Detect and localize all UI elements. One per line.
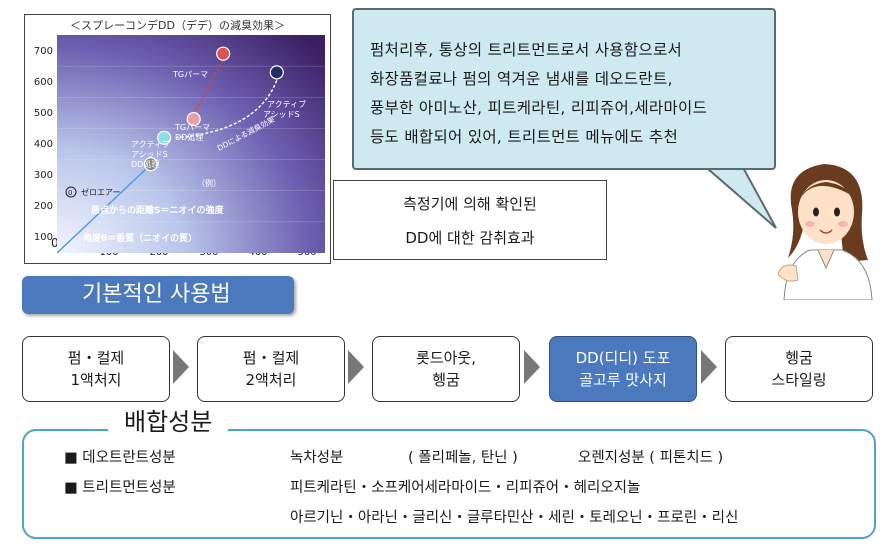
chart-caption-line1: 측정기에 의해 확인된 — [403, 195, 537, 213]
y-tick: 0 — [51, 236, 59, 250]
speech-bubble-tail — [700, 162, 777, 229]
step-arrow-icon — [701, 350, 717, 384]
data-point — [269, 65, 284, 80]
bubble-text: 펌처리후, 통상의 트리트먼트로서 사용함으로서 화장품컬료나 펌의 역겨운 냄… — [370, 36, 707, 152]
step-5: 헹굼 스타일링 — [725, 336, 873, 402]
dd-effect-curve — [174, 80, 278, 139]
data-point — [216, 46, 231, 61]
step-line: 헹굼 — [432, 371, 460, 389]
distance-note: 原点からの距離S＝ニオイの強度 — [91, 204, 224, 216]
y-tick: 600 — [33, 77, 53, 88]
step-line: 1액처지 — [70, 371, 122, 389]
ingredients-box — [22, 429, 876, 539]
zero-air-marker-text: 0 — [68, 189, 72, 197]
grid-lines — [57, 65, 325, 223]
speech-bubble: 펌처리후, 통상의 트리트먼트로서 사용함으로서 화장품컬료나 펌의 역겨운 냄… — [352, 8, 776, 170]
chart-caption: 측정기에 의해 확인된 DD에 대한 감취효과 — [333, 180, 607, 260]
bubble-line: 펌처리후, 통상의 트리트먼트로서 사용함으로서 — [370, 41, 683, 59]
y-tick: 300 — [33, 170, 53, 181]
chart-title: ＜スプレーコンデDD（デデ）の減臭効果＞ — [70, 19, 285, 32]
step-line: 골고루 맛사지 — [579, 371, 667, 389]
data-point — [157, 130, 172, 145]
step-2: 펌・컬제 2액처리 — [197, 336, 345, 402]
step-line: 롯드아웃, — [416, 349, 476, 367]
plot-background — [57, 35, 325, 253]
step-3: 롯드아웃, 헹굼 — [372, 336, 520, 402]
data-points — [143, 46, 284, 172]
bubble-line: 등도 배합되어 있어, 트리트먼트 메뉴에도 추천 — [370, 128, 679, 146]
zero-air-marker-icon — [65, 186, 77, 198]
y-tick: 100 — [33, 232, 53, 243]
treatment-ingredients-line2: 아르기닌・아라닌・글리신・글루타민산・세린・토레오닌・프로린・리신 — [290, 510, 739, 526]
y-tick: 400 — [33, 139, 53, 150]
data-point — [186, 111, 201, 127]
step-line: 펌・컬제 — [67, 349, 125, 367]
step-arrow-icon — [348, 350, 364, 384]
label-zero-air: ゼロエアー — [81, 187, 121, 197]
label-active-acid: アクティブアシッドS — [263, 99, 306, 119]
label-tg-perm: TGパーマ — [172, 70, 208, 79]
ingredients-title: 배합성분 — [108, 405, 229, 439]
step-4: DD(디디) 도포 골고루 맛사지 — [549, 336, 697, 402]
bubble-line: 풍부한 아미노산, 피트케라틴, 리피쥬어,세라마이드 — [370, 99, 708, 117]
y-tick: 700 — [33, 46, 53, 57]
bubble-line: 화장품컬료나 펌의 역겨운 냄새를 데오드란트, — [370, 70, 673, 88]
origin-line — [57, 167, 148, 253]
step-1: 펌・컬제 1액처지 — [22, 336, 170, 402]
green-tea-component: 녹차성분 — [290, 450, 344, 466]
data-point — [143, 157, 158, 172]
treatment-ingredients-line1: 피트케라틴・소프케어세라마이드・리피쥬어・헤리오지놀 — [290, 480, 641, 496]
step-line: 헹굼 — [785, 349, 813, 367]
odor-chart-panel: ＜スプレーコンデDD（デデ）の減臭効果＞ 700 600 500 400 300… — [24, 14, 331, 264]
step-line: DD(디디) 도포 — [575, 349, 671, 367]
treatment-label: ■ 트리트먼트성분 — [64, 480, 176, 496]
step-line: 2액처리 — [245, 371, 297, 389]
y-tick: 500 — [33, 108, 53, 119]
step-arrow-icon — [173, 350, 189, 384]
usage-section-header: 기본적인 사용법 — [22, 276, 294, 314]
step-arrow-icon — [524, 350, 540, 384]
y-tick: 200 — [33, 201, 53, 212]
deodorant-label: ■ 데오트란트성분 — [64, 450, 176, 466]
doctor-illustration — [777, 164, 873, 300]
angle-note: 角度θ＝香質（ニオイの質） — [83, 232, 197, 244]
green-tea-detail: ( 폴리페놀, 탄닌 ) — [408, 450, 518, 466]
label-example: （例） — [197, 178, 221, 188]
chart-caption-line2: DD에 대한 감취효과 — [405, 229, 535, 247]
orange-component: 오렌지성분 ( 피톤치드 ) — [578, 450, 724, 466]
step-line: 스타일링 — [771, 371, 827, 389]
step-line: 펌・컬제 — [242, 349, 300, 367]
